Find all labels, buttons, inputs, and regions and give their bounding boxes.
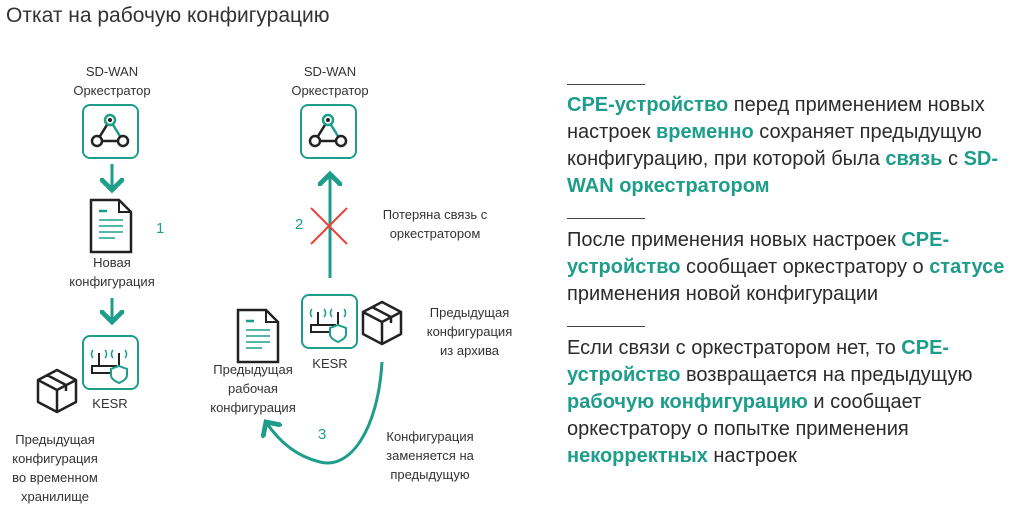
- text-segment: После применения новых настроек: [567, 229, 902, 251]
- text-segment: применения новой конфигурации: [567, 283, 879, 305]
- paragraph-3: Если связи с оркестратором нет, то CPE-у…: [567, 335, 1017, 470]
- highlight-text: связь: [885, 148, 943, 170]
- highlight-text: CPE-устройство: [567, 94, 729, 116]
- step-3: 3: [318, 426, 327, 443]
- step-1: 1: [156, 220, 165, 237]
- highlight-text: временно: [656, 121, 754, 143]
- highlight-text: CPE-устройство: [567, 229, 950, 278]
- text-segment: с: [942, 148, 964, 170]
- highlight-text: рабочую конфигурацию: [567, 391, 808, 413]
- box-icon: [361, 300, 403, 346]
- highlight-text: статусе: [929, 256, 1005, 278]
- router-icon: [82, 335, 139, 390]
- slide-title: Откат на рабочую конфигурацию: [6, 4, 330, 27]
- highlight-text: CPE-устройство: [567, 337, 950, 386]
- document-icon: [236, 308, 280, 364]
- kesr-label-right: KESR: [312, 356, 348, 371]
- kesr-label-left: KESR: [92, 396, 128, 411]
- text-segment: сохраняет предыдущую конфигурацию, при к…: [567, 121, 982, 170]
- text-segment: и сообщает оркестратору о попытке примен…: [567, 391, 922, 440]
- divider: [567, 218, 645, 219]
- paragraph-2: После применения новых настроек CPE-устр…: [567, 227, 1017, 308]
- paragraph-1: CPE-устройство перед применением новых н…: [567, 92, 1017, 200]
- text-segment: возвращается на предыдущую: [680, 364, 973, 386]
- highlight-text: некорректных: [567, 445, 708, 467]
- divider: [567, 84, 645, 85]
- orchestrator-icon: [81, 103, 140, 160]
- text-segment: сообщает оркестратору о: [680, 256, 930, 278]
- document-icon: [89, 198, 133, 254]
- text-segment: перед применением новых настроек: [567, 94, 985, 143]
- highlight-text: SD-WAN оркестратором: [567, 148, 999, 197]
- step-2: 2: [295, 216, 304, 233]
- cross-icon: [310, 207, 348, 245]
- curved-arrow-icon: [266, 361, 384, 465]
- divider: [567, 326, 645, 327]
- box-icon: [36, 368, 78, 414]
- router-icon: [301, 294, 358, 349]
- text-segment: настроек: [707, 445, 797, 467]
- text-segment: Если связи с оркестратором нет, то: [567, 337, 902, 359]
- orchestrator-icon: [299, 103, 358, 160]
